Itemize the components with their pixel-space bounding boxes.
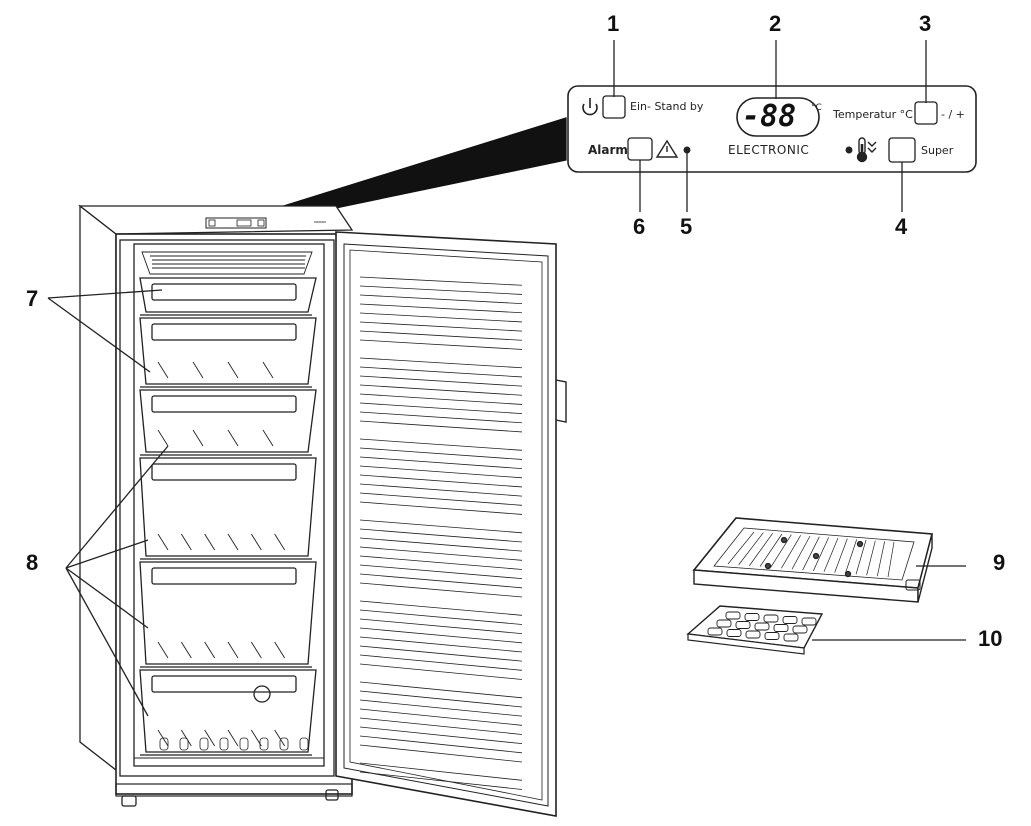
- callout-4: 4: [895, 214, 908, 239]
- callout-7: 7: [26, 286, 39, 311]
- standby-button[interactable]: [602, 95, 626, 119]
- callout-9: 9: [993, 550, 1006, 575]
- ice-cube-tray: [686, 605, 824, 655]
- alarm-label: Alarm: [588, 143, 628, 157]
- super-label: Super: [921, 144, 954, 157]
- drawer-group: [139, 277, 317, 756]
- freezer-door: [335, 231, 567, 817]
- display-unit: °C: [811, 103, 822, 113]
- evaporator-vents: [141, 251, 313, 275]
- temperature-label: Temperatur °C: [833, 108, 913, 121]
- compartment-1: [139, 277, 317, 316]
- compartment-5: [139, 561, 317, 668]
- temperature-button[interactable]: [914, 101, 938, 125]
- alarm-button[interactable]: [627, 137, 653, 161]
- power-icon: [582, 98, 598, 116]
- callout-5: 5: [680, 214, 693, 239]
- callout-8: 8: [26, 550, 39, 575]
- temperature-display: [736, 97, 820, 137]
- super-button[interactable]: [888, 137, 916, 163]
- callout-3: 3: [919, 11, 932, 36]
- door-ridges: [359, 276, 523, 790]
- callout-1: 1: [607, 11, 620, 36]
- warning-icon: [655, 139, 679, 158]
- door-handle[interactable]: [555, 379, 567, 423]
- callout-2: 2: [769, 11, 782, 36]
- standby-label: Ein- Stand by: [630, 100, 704, 113]
- cabinet-leader-lines: [47, 289, 966, 717]
- display-value: -88: [742, 99, 797, 134]
- temperature-button-label: - / +: [941, 108, 965, 121]
- compartment-6: [139, 669, 317, 756]
- super-led-icon: [845, 146, 853, 154]
- callout-6: 6: [633, 214, 646, 239]
- brand-label: ELECTRONIC: [728, 143, 810, 157]
- drawer-knob: [253, 685, 271, 703]
- panel-leader-lines: [613, 40, 927, 212]
- callout-10: 10: [978, 626, 1003, 651]
- control-panel: [567, 85, 977, 173]
- compartment-3: [139, 389, 317, 456]
- thermometer-icon: [856, 137, 877, 163]
- indicator-led-icon: [683, 146, 691, 154]
- compartment-2: [139, 317, 317, 388]
- compartment-4: [139, 457, 317, 560]
- cold-accumulator: [692, 517, 934, 603]
